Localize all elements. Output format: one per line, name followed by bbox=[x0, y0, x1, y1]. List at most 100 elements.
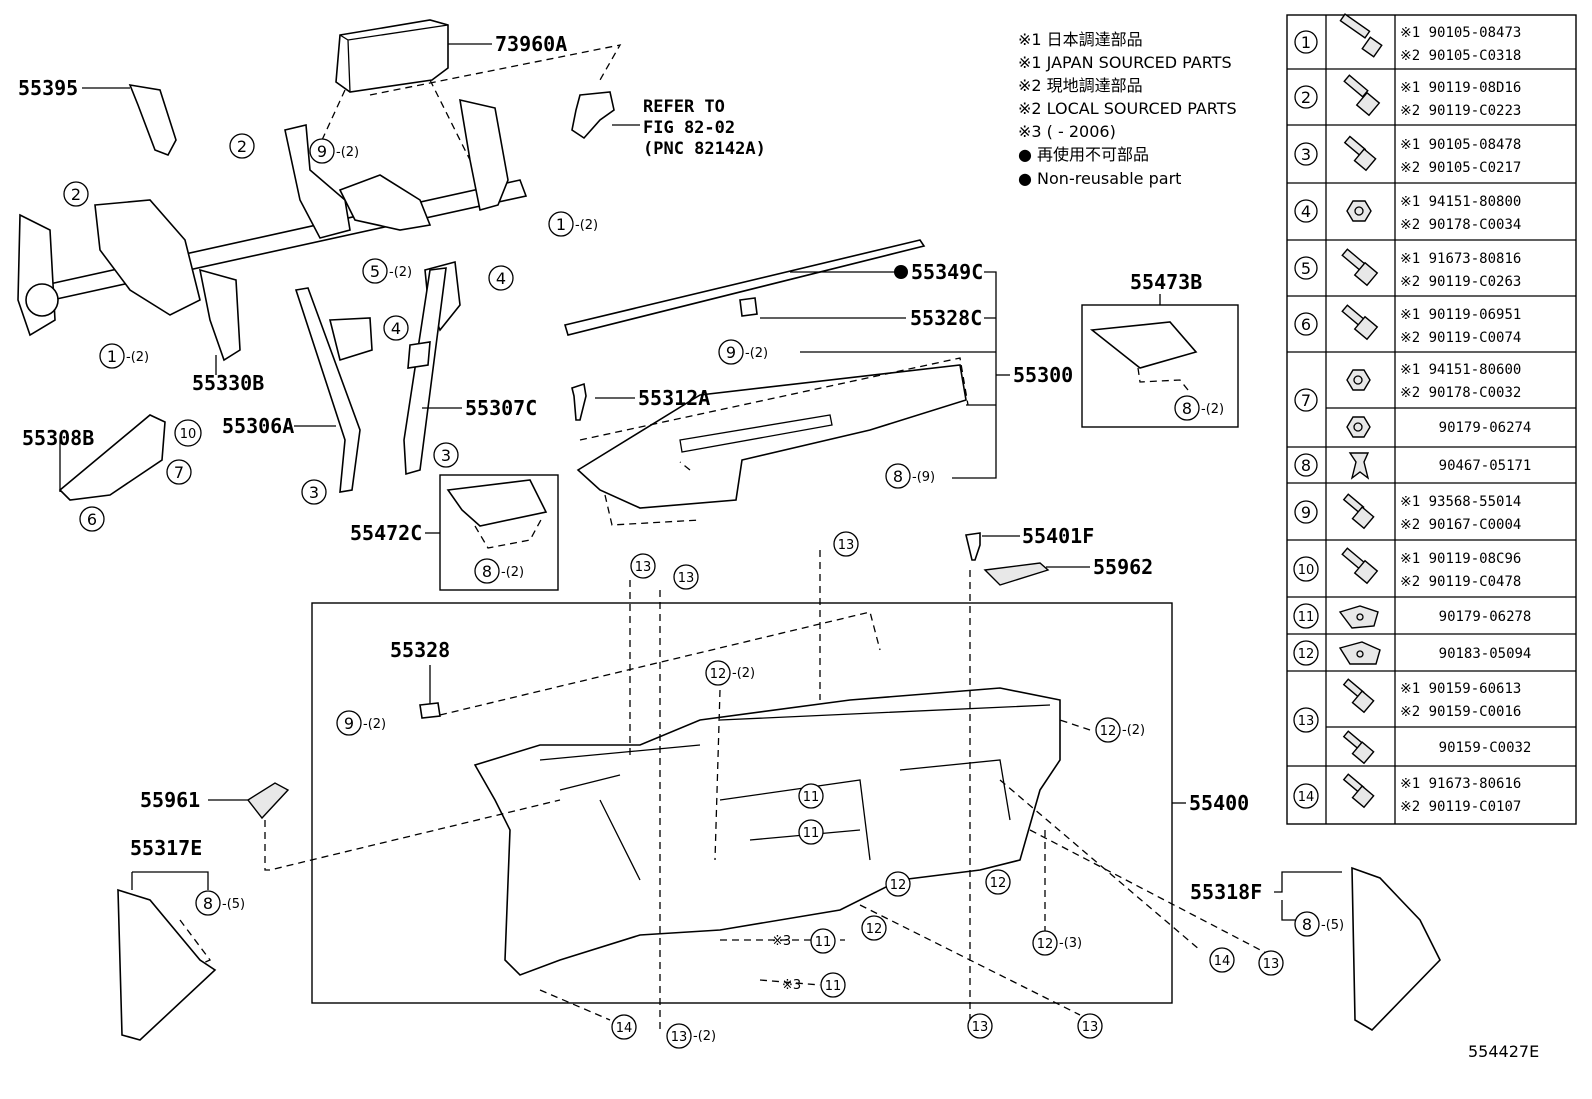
callout-13: 13 bbox=[833, 531, 859, 557]
svg-text:14: 14 bbox=[616, 1021, 633, 1036]
table-no: 1 bbox=[1301, 33, 1311, 52]
svg-text:11: 11 bbox=[803, 826, 820, 841]
svg-text:11: 11 bbox=[825, 979, 842, 994]
callout-13: 13 bbox=[1258, 950, 1284, 976]
table-cell: ※2 90119-C0478 bbox=[1400, 574, 1521, 590]
svg-text:-(2): -(2) bbox=[693, 1029, 716, 1044]
svg-text:1: 1 bbox=[556, 215, 566, 234]
svg-text:13: 13 bbox=[972, 1020, 989, 1035]
table-no: 4 bbox=[1301, 202, 1311, 221]
svg-text:4: 4 bbox=[391, 319, 401, 338]
table-cell: ※2 90159-C0016 bbox=[1400, 704, 1521, 720]
svg-text:3: 3 bbox=[441, 446, 451, 465]
svg-text:2: 2 bbox=[237, 137, 247, 156]
part-label: 73960A bbox=[495, 32, 567, 56]
svg-text:11: 11 bbox=[815, 935, 832, 950]
fastener-icons bbox=[1338, 13, 1383, 809]
table-cell: ※2 90119-C0223 bbox=[1400, 103, 1521, 119]
clip-nut-icon bbox=[1338, 605, 1379, 629]
refer-note: REFER TO FIG 82-02 (PNC 82142A) bbox=[571, 91, 766, 159]
part-label: 55472C bbox=[350, 521, 422, 545]
callout-12: 12-(2) bbox=[1095, 717, 1145, 743]
svg-text:13: 13 bbox=[678, 571, 695, 586]
table-cell: 90159-C0032 bbox=[1439, 740, 1532, 756]
callout-12: 12 bbox=[861, 915, 887, 941]
table-no: 10 bbox=[1298, 563, 1315, 578]
screw-icon bbox=[1342, 678, 1375, 714]
svg-text:13: 13 bbox=[1263, 957, 1280, 972]
nut-icon bbox=[1346, 369, 1371, 391]
callout-13: 13 -(2) bbox=[666, 1023, 716, 1049]
svg-text:-(2): -(2) bbox=[336, 145, 359, 160]
table-cell: ※2 90178-C0032 bbox=[1400, 385, 1521, 401]
svg-text:12: 12 bbox=[890, 878, 907, 893]
svg-text:13: 13 bbox=[671, 1030, 688, 1045]
side-cover-55317E: 55317E bbox=[117, 836, 217, 1041]
part-label: 55349C bbox=[911, 260, 983, 284]
table-cell: ※1 93568-55014 bbox=[1400, 494, 1521, 510]
table-no: 9 bbox=[1301, 503, 1311, 522]
svg-text:-(2): -(2) bbox=[363, 717, 386, 732]
svg-text:-(5): -(5) bbox=[222, 897, 245, 912]
svg-text:13: 13 bbox=[1082, 1020, 1099, 1035]
svg-text:7: 7 bbox=[174, 463, 184, 482]
svg-text:8: 8 bbox=[482, 562, 492, 581]
legend: ※1 日本調達部品 ※1 JAPAN SOURCED PARTS ※2 現地調達… bbox=[1018, 30, 1237, 188]
callout-9: 9-(2) bbox=[718, 339, 768, 365]
brace-55307C: 55307C bbox=[403, 267, 537, 476]
table-cell: ※2 90119-C0263 bbox=[1400, 274, 1521, 290]
part-label: 55401F bbox=[1022, 524, 1094, 548]
svg-text:8: 8 bbox=[1182, 399, 1192, 418]
part-label: 55328 bbox=[390, 638, 450, 662]
callout-6: 6 bbox=[79, 506, 105, 532]
callout-8: 8-(5) bbox=[195, 890, 245, 916]
screw-icon bbox=[1342, 773, 1375, 809]
callout-11: 11 bbox=[798, 783, 824, 809]
legend-line: ※1 JAPAN SOURCED PARTS bbox=[1018, 53, 1232, 72]
refer-text: FIG 82-02 bbox=[643, 118, 735, 138]
callout-5: 5-(2) bbox=[362, 258, 412, 284]
callout-7: 7 bbox=[166, 459, 192, 485]
legend-line: ● 再使用不可部品 bbox=[1018, 145, 1149, 164]
refer-text: (PNC 82142A) bbox=[643, 139, 766, 159]
bolt-icon bbox=[1341, 304, 1379, 341]
clip-icon bbox=[1348, 452, 1370, 480]
table-part-numbers: ※1 90105-08473 ※2 90105-C0318 ※1 90119-0… bbox=[1400, 25, 1531, 815]
clip-55328 bbox=[419, 702, 441, 719]
svg-text:12: 12 bbox=[1037, 937, 1054, 952]
svg-text:※3: ※3 bbox=[772, 934, 791, 949]
table-cell: ※1 90119-06951 bbox=[1400, 307, 1521, 323]
table-no: 5 bbox=[1301, 259, 1311, 278]
table-cell: ※1 91673-80816 bbox=[1400, 251, 1521, 267]
clip-nut-icon bbox=[1338, 641, 1381, 665]
svg-text:-(3): -(3) bbox=[1059, 936, 1082, 951]
svg-text:6: 6 bbox=[87, 510, 97, 529]
table-frame bbox=[1286, 14, 1577, 825]
part-label: 55317E bbox=[130, 836, 202, 860]
callout-13: 13 bbox=[630, 553, 656, 579]
callout-8: 8-(9) bbox=[885, 463, 935, 489]
non-reusable-dot bbox=[894, 265, 908, 279]
table-cell: ※2 90167-C0004 bbox=[1400, 517, 1521, 533]
callout-11: ※3 11 bbox=[772, 928, 836, 954]
part-label: 55330B bbox=[192, 371, 264, 395]
callout-3: 3 bbox=[301, 479, 327, 505]
clip-55328C bbox=[739, 297, 758, 317]
svg-text:9: 9 bbox=[317, 142, 327, 161]
callout-2: 2 bbox=[229, 133, 255, 159]
callout-4: 4 bbox=[383, 315, 409, 341]
callout-14: 14 bbox=[1209, 947, 1235, 973]
table-cell: ※2 90119-C0074 bbox=[1400, 330, 1521, 346]
table-row-numbers: 1 2 3 4 5 6 7 8 9 10 11 12 13 14 bbox=[1293, 30, 1319, 809]
callout-8: 8-(2) bbox=[1174, 395, 1224, 421]
table-cell: ※1 90119-08C96 bbox=[1400, 551, 1521, 567]
callout-9: 9 -(2) bbox=[309, 138, 359, 164]
callout-8: 8-(2) bbox=[474, 558, 524, 584]
table-no: 6 bbox=[1301, 315, 1311, 334]
brace-55306A: 55306A bbox=[222, 287, 373, 493]
table-cell: ※2 90119-C0107 bbox=[1400, 799, 1521, 815]
bolt-icon bbox=[1341, 248, 1379, 287]
vent-55962: 55962 bbox=[983, 555, 1153, 586]
bolt-icon bbox=[1343, 74, 1381, 117]
